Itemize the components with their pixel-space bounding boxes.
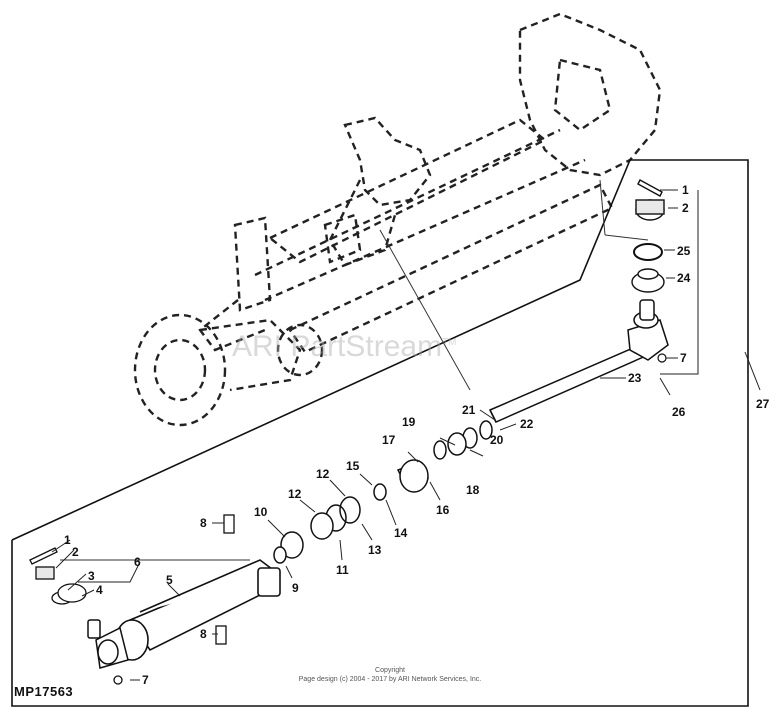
copyright-line-1: Copyright [375, 667, 405, 674]
snap-ring [633, 243, 663, 261]
assembly-frame [11, 159, 749, 707]
callout-14: 14 [394, 526, 408, 540]
callout-17: 17 [382, 433, 396, 447]
callout-leaders [51, 189, 761, 681]
callout-18: 18 [466, 483, 480, 497]
callout-25: 25 [677, 244, 691, 258]
callout-11: 11 [336, 563, 349, 577]
tie-rod-end-left [87, 619, 129, 669]
callout-2-left: 2 [72, 545, 79, 559]
watermark: ARI PartStreamTM [232, 330, 457, 363]
callout-8a: 8 [200, 516, 207, 530]
inner-joint-parts [273, 420, 493, 564]
callout-23: 23 [628, 371, 642, 385]
callout-24: 24 [677, 271, 691, 285]
callout-labels: 1 2 25 24 7 23 26 27 21 22 19 20 17 18 1… [64, 183, 770, 687]
callout-12a: 12 [316, 467, 330, 481]
callout-21: 21 [462, 403, 476, 417]
callout-7-top: 7 [680, 351, 687, 365]
castle-nut [635, 199, 665, 221]
callout-8b: 8 [200, 627, 207, 641]
callout-19: 19 [402, 415, 416, 429]
tie-rod-end-right [627, 299, 669, 361]
callout-16: 16 [436, 503, 450, 517]
dust-seal [631, 268, 665, 293]
tie-rod-tube [488, 344, 650, 423]
callout-26: 26 [672, 405, 686, 419]
callout-3: 3 [88, 569, 95, 583]
cotter-pin [637, 179, 663, 197]
callout-5: 5 [166, 573, 173, 587]
callout-10: 10 [254, 505, 268, 519]
figure-id: MP17563 [14, 684, 74, 699]
copyright-line-2: Page design (c) 2004 - 2017 by ARI Netwo… [298, 676, 482, 683]
callout-9: 9 [292, 581, 299, 595]
copyright-notice: Copyright Page design (c) 2004 - 2017 by… [250, 666, 530, 684]
callout-27: 27 [756, 397, 770, 411]
callout-12b: 12 [288, 487, 302, 501]
callout-1-top: 1 [682, 183, 689, 197]
callout-1-left: 1 [64, 533, 71, 547]
front-axle-phantom [133, 12, 662, 427]
leader-lines [60, 179, 649, 561]
grease-fittings [215, 514, 235, 645]
callout-15: 15 [346, 459, 360, 473]
steering-cylinder [115, 559, 281, 661]
left-small-parts [29, 547, 123, 685]
callout-13: 13 [368, 543, 382, 557]
callout-4: 4 [96, 583, 103, 597]
callout-6: 6 [134, 555, 141, 569]
callout-7-bottom: 7 [142, 673, 149, 687]
callout-22: 22 [520, 417, 534, 431]
callout-2-top: 2 [682, 201, 689, 215]
callout-20: 20 [490, 433, 504, 447]
grease-fitting-top [657, 353, 667, 363]
